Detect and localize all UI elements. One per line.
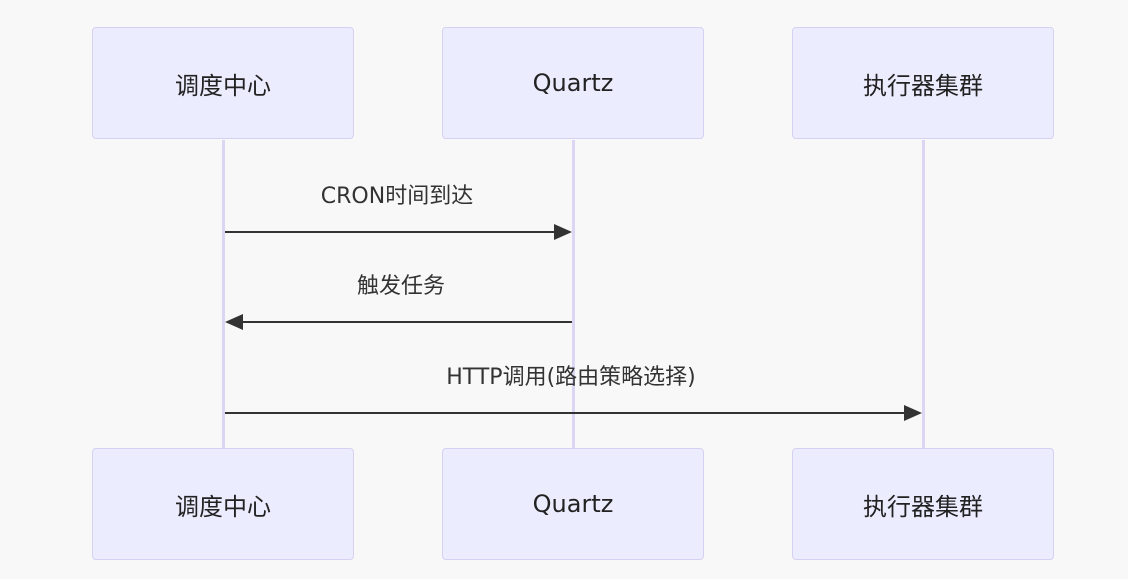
- lifeline-executors: [922, 140, 925, 448]
- actor-box-executors-bottom: 执行器集群: [792, 448, 1054, 560]
- message-label-3: HTTP调用(路由策略选择): [446, 365, 696, 390]
- message-label-1: CRON时间到达: [320, 184, 474, 209]
- actor-box-scheduler-top: 调度中心: [92, 27, 354, 139]
- message-arrow-3: [225, 405, 922, 421]
- message-label-2: 触发任务: [356, 274, 446, 299]
- actor-label: 调度中心: [175, 71, 271, 100]
- actor-box-quartz-bottom: Quartz: [442, 448, 704, 560]
- actor-label: 执行器集群: [863, 492, 983, 521]
- actor-box-quartz-top: Quartz: [442, 27, 704, 139]
- actor-label: Quartz: [532, 490, 614, 518]
- lifeline-scheduler: [222, 140, 225, 448]
- actor-label: Quartz: [532, 69, 614, 97]
- actor-box-executors-top: 执行器集群: [792, 27, 1054, 139]
- message-arrow-1: [225, 224, 572, 240]
- actor-box-scheduler-bottom: 调度中心: [92, 448, 354, 560]
- actor-label: 调度中心: [175, 492, 271, 521]
- lifeline-quartz: [572, 140, 575, 448]
- actor-label: 执行器集群: [863, 71, 983, 100]
- message-arrow-2: [225, 314, 572, 330]
